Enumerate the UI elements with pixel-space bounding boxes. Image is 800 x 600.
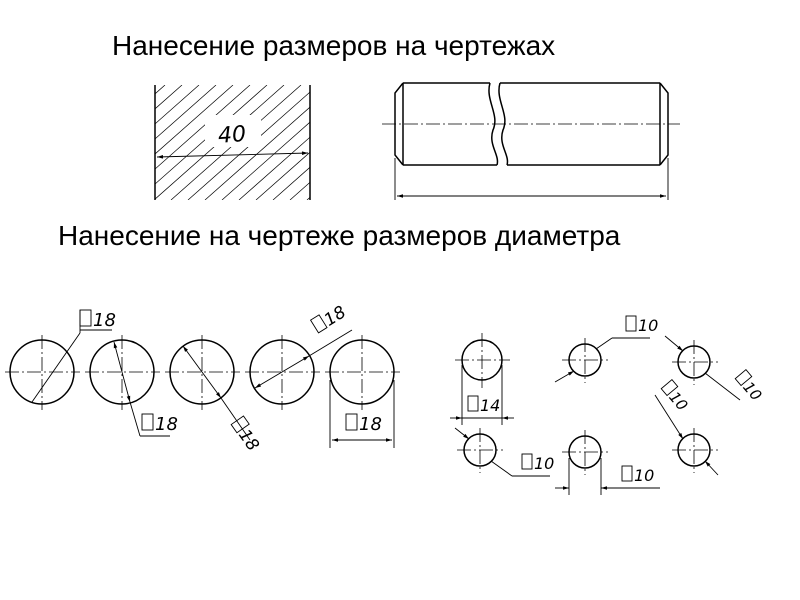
svg-text:10: 10: [638, 316, 658, 335]
circle-d10-lower-middle: [555, 430, 660, 495]
shaft-view: [382, 82, 680, 200]
circle-d10-lower-right: [654, 394, 719, 476]
hatch-line: [155, 85, 166, 95]
hatch-line: [443, 85, 573, 200]
hatch-line: [238, 136, 310, 200]
hatch-line: [155, 85, 234, 155]
svg-text:18: 18: [321, 302, 350, 331]
hatch-line: [324, 85, 454, 200]
svg-text:18: 18: [234, 426, 263, 455]
hatch-line: [155, 85, 217, 140]
hatched-section: 40: [154, 85, 590, 200]
title-dimensioning: Нанесение размеров на чертежах: [112, 30, 556, 61]
svg-text:18: 18: [359, 414, 382, 435]
svg-text:18: 18: [155, 414, 178, 435]
dimension-line-40: [156, 151, 309, 159]
hatch-line: [155, 85, 251, 170]
dim-label-d14: 14: [467, 395, 500, 415]
circle-d10-upper: [554, 337, 650, 383]
circle-d18-2: [85, 335, 170, 437]
dim-label-d10-diagonal: 10: [660, 379, 691, 414]
circle-d18-3: [165, 335, 251, 441]
diameter-small-group: [450, 333, 741, 495]
dim-label-d18-c2: 18: [141, 413, 178, 435]
dimension-label-40: 40: [217, 122, 247, 149]
svg-text:10: 10: [634, 466, 654, 485]
dim-label-d18-c1: 18: [79, 309, 116, 331]
dim-label-d10-lower-middle: 10: [621, 465, 654, 485]
hatch-line: [155, 85, 183, 110]
dim-label-d10-lower-left: 10: [521, 453, 554, 473]
hatch-line: [255, 151, 310, 200]
circle-d18-5: [325, 335, 400, 448]
circle-d10-lower-left: [454, 427, 550, 477]
hatch-line: [409, 85, 539, 200]
svg-text:10: 10: [739, 378, 765, 404]
dim-label-d18-c5: 18: [345, 413, 382, 435]
hatch-line: [358, 85, 488, 200]
svg-text:18: 18: [93, 310, 116, 331]
dim-label-d18-c4: 18: [309, 302, 350, 334]
hatch-line: [272, 166, 310, 200]
dim-label-d10-upper: 10: [625, 315, 658, 335]
circle-d10-right-upper: [664, 335, 741, 401]
hatch-line: [221, 121, 310, 200]
dim-label-d18-c3: 18: [230, 415, 263, 455]
circle-d14: [450, 333, 514, 425]
svg-text:10: 10: [534, 454, 554, 473]
hatch-line: [306, 196, 310, 200]
diameter-18-group: [5, 310, 400, 448]
circle-d18-1: [5, 310, 81, 410]
hatch-line: [460, 85, 590, 200]
hatch-line: [204, 106, 310, 200]
hatch-line: [155, 85, 200, 125]
svg-text:14: 14: [480, 396, 500, 415]
hatch-line: [341, 85, 471, 200]
svg-text:10: 10: [665, 388, 691, 414]
circle-d18-4: [245, 329, 353, 410]
title-diameter-dimensioning: Нанесение на чертеже размеров диаметра: [58, 220, 621, 251]
hatch-line: [155, 85, 268, 185]
dim-label-d10-right-upper: 10: [734, 369, 765, 404]
